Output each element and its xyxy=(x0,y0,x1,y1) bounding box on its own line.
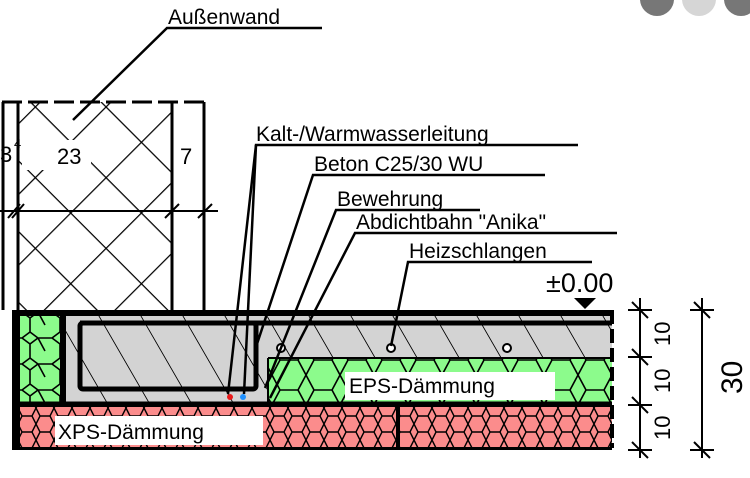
heating-coil xyxy=(502,343,512,353)
eps-label: EPS-Dämmung xyxy=(349,375,495,398)
leader-lines xyxy=(72,26,617,399)
exterior-wall xyxy=(0,100,218,310)
eps-edge-insulation xyxy=(20,316,60,402)
reinforcement-label: Bewehrung xyxy=(337,188,443,211)
dimension-bottom: 10 xyxy=(650,416,675,440)
xps-label: XPS-Dämmung xyxy=(58,421,204,444)
dimension-lines xyxy=(628,298,714,459)
dimension-top: 10 xyxy=(650,322,675,346)
browser-button-icon[interactable] xyxy=(724,0,750,16)
membrane-label: Abdichtbahn "Anika" xyxy=(356,211,546,234)
wall-dimension-left: 3 xyxy=(0,142,12,167)
cold-water-pipe xyxy=(240,394,246,400)
browser-button-icon[interactable] xyxy=(640,0,674,16)
concrete-label: Beton C25/30 WU xyxy=(314,153,483,176)
wall-label: Außenwand xyxy=(168,6,280,29)
hot-water-pipe xyxy=(227,394,233,400)
level-label: ±0.00 xyxy=(546,268,613,298)
dimension-total: 30 xyxy=(716,361,749,394)
level-marker-icon xyxy=(574,298,596,309)
wall-dimension-left-superscript: 4 xyxy=(14,136,21,151)
pipes-label: Kalt-/Warmwasserleitung xyxy=(256,123,489,146)
browser-button-icon[interactable] xyxy=(682,0,716,16)
wall-dimension-right: 7 xyxy=(180,144,192,169)
wall-dimension-middle: 23 xyxy=(57,144,81,169)
dimension-middle: 10 xyxy=(650,369,675,393)
heating-label: Heizschlangen xyxy=(409,240,547,263)
